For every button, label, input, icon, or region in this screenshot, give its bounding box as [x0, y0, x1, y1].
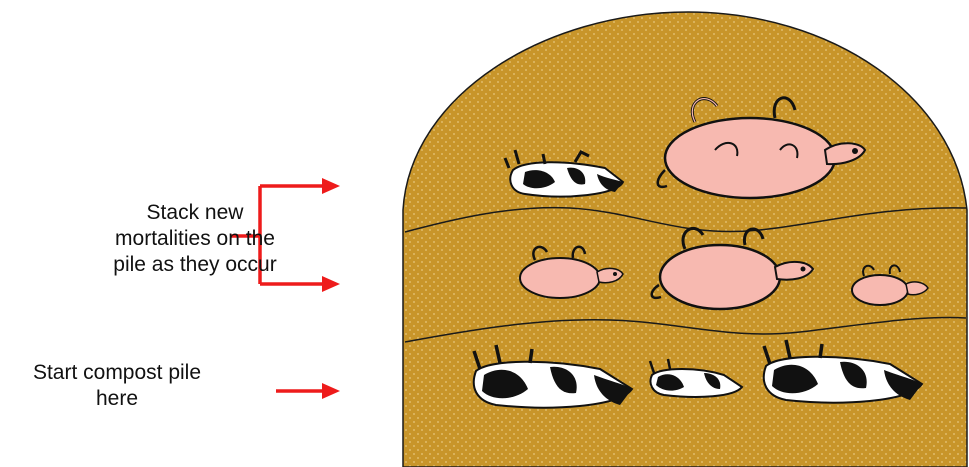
- arrow-head-lower: [322, 276, 340, 292]
- pig-icon: [851, 264, 929, 306]
- pig-icon: [519, 245, 624, 299]
- start-arrow: [276, 383, 340, 399]
- cow-icon: [472, 344, 634, 409]
- compost-pile: [402, 11, 968, 467]
- stack-mortalities-label: Stack new mortalities on the pile as the…: [113, 201, 277, 276]
- arrow-head-upper: [322, 178, 340, 194]
- cow-icon: [762, 339, 924, 404]
- pig-icon: [656, 96, 867, 200]
- bracket-arrow: [230, 184, 324, 286]
- layer-divider-lower: [404, 316, 967, 343]
- cow-icon: [503, 149, 625, 198]
- start-compost-label: Start compost pile here: [32, 361, 202, 410]
- layer-divider-upper: [404, 206, 967, 233]
- cow-icon: [648, 358, 744, 398]
- pig-icon: [650, 227, 815, 311]
